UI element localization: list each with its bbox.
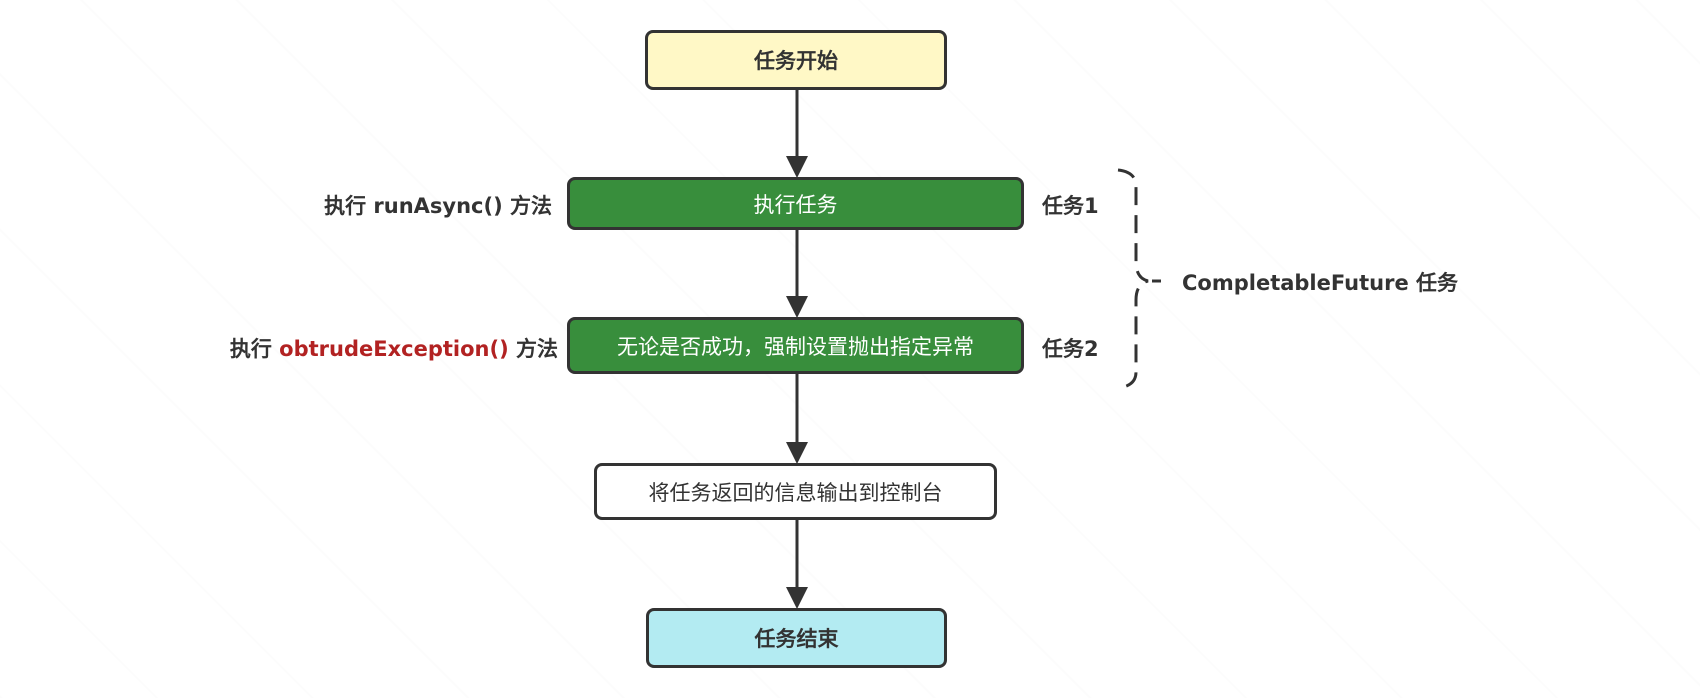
node-execute-task[interactable]: 执行任务 xyxy=(567,177,1024,230)
annotation-run-async: 执行 runAsync() 方法 xyxy=(324,190,552,220)
node-execute-task-label: 执行任务 xyxy=(753,192,838,217)
annotation-prefix: 执行 xyxy=(324,194,374,218)
node-obtrude-exception-label: 无论是否成功，强制设置抛出指定异常 xyxy=(617,334,974,359)
annotation-suffix: 方法 xyxy=(502,194,552,218)
completable-future-group-label: CompletableFuture 任务 xyxy=(1182,271,1459,295)
arrowhead-end xyxy=(786,587,808,609)
arrowhead-output xyxy=(786,442,808,464)
annotation-prefix: 执行 xyxy=(229,337,280,361)
node-task-end[interactable]: 任务结束 xyxy=(646,608,947,668)
task2-label: 任务2 xyxy=(1042,337,1099,361)
group-brace xyxy=(1117,168,1149,390)
annotation-obtrude-exception: 执行 obtrudeException() 方法 xyxy=(230,333,558,363)
annotation-method-obtrude-exception: obtrudeException() xyxy=(279,337,509,361)
arrowhead-task1 xyxy=(786,156,808,178)
node-task-start[interactable]: 任务开始 xyxy=(645,30,947,90)
node-output-console[interactable]: 将任务返回的信息输出到控制台 xyxy=(594,463,997,520)
node-output-console-label: 将任务返回的信息输出到控制台 xyxy=(648,480,943,505)
annotation-suffix: 方法 xyxy=(508,337,558,361)
arrowhead-task2 xyxy=(786,296,808,318)
node-obtrude-exception[interactable]: 无论是否成功，强制设置抛出指定异常 xyxy=(567,317,1024,374)
annotation-method-run-async: runAsync() xyxy=(373,194,503,218)
node-task-end-label: 任务结束 xyxy=(754,627,839,651)
task1-label: 任务1 xyxy=(1042,194,1099,218)
node-task-start-label: 任务开始 xyxy=(754,49,838,73)
